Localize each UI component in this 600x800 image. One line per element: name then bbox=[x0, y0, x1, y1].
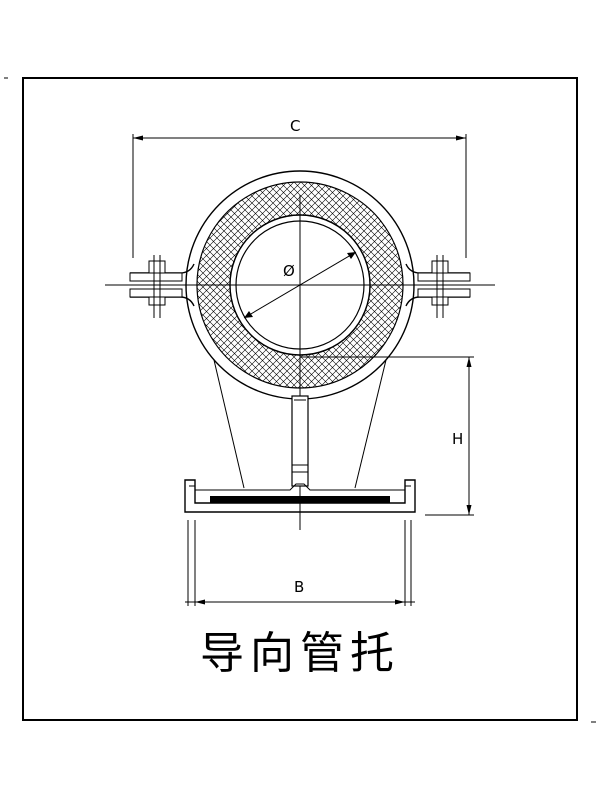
drawing-frame bbox=[22, 77, 578, 721]
dimension-c bbox=[132, 134, 467, 258]
diameter-label: Ø bbox=[283, 262, 295, 280]
right-clamp-ear bbox=[405, 255, 471, 318]
support-stem bbox=[291, 395, 309, 487]
dimension-c-label: C bbox=[290, 117, 300, 135]
dimension-h-label: H bbox=[452, 430, 463, 448]
base-plate bbox=[184, 479, 416, 513]
drawing-title: 导向管托 bbox=[200, 628, 400, 679]
left-clamp-ear bbox=[129, 255, 195, 318]
dimension-b bbox=[185, 520, 415, 606]
dimension-b-label: B bbox=[294, 578, 304, 596]
dimension-h bbox=[300, 356, 474, 516]
support-legs bbox=[213, 359, 387, 489]
diameter-dimension bbox=[243, 251, 357, 319]
